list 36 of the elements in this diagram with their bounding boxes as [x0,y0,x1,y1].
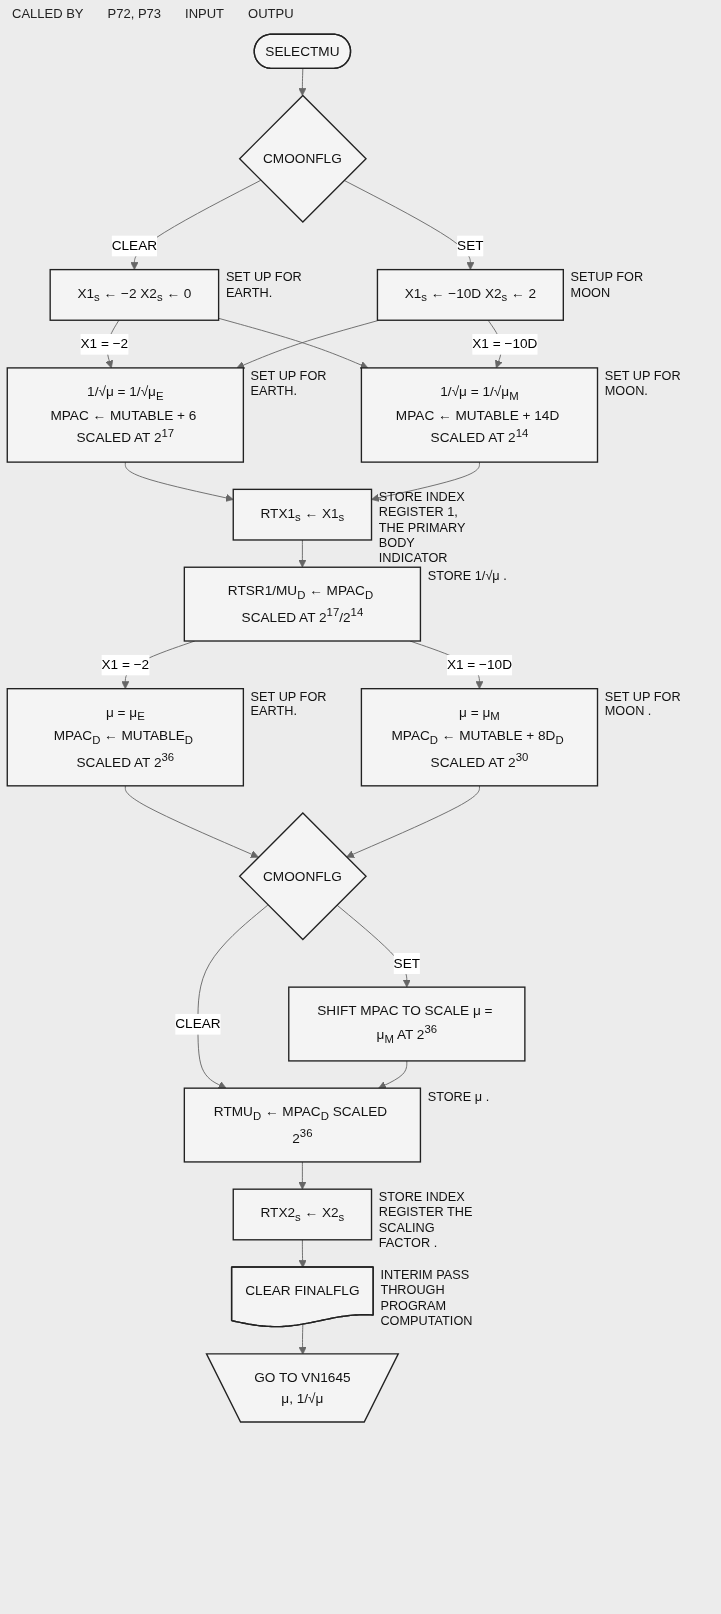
node-box: μ = μ$_{E}$ MPAC$_{D}$ ← MUTABLE$_{D}$ SCALED AT 2$^{36}$ [6,688,245,787]
edge-label: X1 = −10D [446,656,513,672]
node-diamond: CMOONFLG [238,812,367,941]
note-text: INPUT [185,6,225,21]
node-box: SHIFT MPAC TO SCALE μ = μ$_{M}$ AT 2$^{36}$ [288,986,526,1062]
node-box: 1/√μ = 1/√μ$_{E}$ MPAC ← MUTABLE + 6 SCALED AT 2$^{17}$ [6,367,245,463]
annotation-text: STORE μ . [427,1089,490,1105]
note-text: CALLED BY [12,6,84,21]
edge-label: SET [457,237,484,253]
node-box: RTX1$_{s}$ ← X1$_{s}$ [232,488,373,541]
annotation-text: SET UP FOR MOON. [604,367,682,399]
node-box: μ = μ$_{M}$ MPAC$_{D}$ ← MUTABLE + 8D$_{D}$ SCALED AT 2$^{30}$ [360,688,599,787]
edge-label: CLEAR [111,237,158,253]
annotation-text: INTERIM PASS THROUGH PROGRAM COMPUTATION [380,1267,474,1329]
edge-label: X1 = −2 [80,335,129,352]
node-box: RTX2$_{s}$ ← X2$_{s}$ [232,1188,373,1241]
annotation-text: SET UP FOR MOON . [604,688,682,720]
edge-label: SET [393,954,421,971]
node-box: RTSR1/MU$_{D}$ ← MPAC$_{D}$ SCALED AT 2$^{17}$/2$^{14}$ [183,566,422,642]
node-box: X1$_{s}$ ← −10D X2$_{s}$ ← 2 [376,268,564,321]
edge-label: CLEAR [175,1015,221,1032]
edge-label: X1 = −10D [472,335,538,352]
edge-label: X1 = −2 [101,656,150,672]
annotation-text: STORE INDEX REGISTER 1, THE PRIMARY BODY INDICATOR [378,489,467,566]
annotation-text: SETUP FOR MOON [570,269,645,301]
annotation-text: SET UP FOR EARTH. [250,688,328,720]
annotation-text: SET UP FOR EARTH. [225,269,303,301]
node-box: X1$_{s}$ ← −2 X2$_{s}$ ← 0 [49,268,220,321]
annotation-text: SET UP FOR EARTH. [250,367,328,399]
node-box: 1/√μ = 1/√μ$_{M}$ MPAC ← MUTABLE + 14D SCALED AT 2$^{14}$ [360,367,599,463]
node-box: RTMU$_{D}$ ← MPAC$_{D}$ SCALED 2$^{36}$ [183,1087,422,1163]
node-diamond: CMOONFLG [238,94,367,223]
note-text: OUTPU [248,6,294,21]
annotation-text: STORE 1/√μ . [427,568,507,584]
annotation-text: STORE INDEX REGISTER THE SCALING FACTOR . [378,1189,474,1251]
note-text: P72, P73 [107,6,162,21]
